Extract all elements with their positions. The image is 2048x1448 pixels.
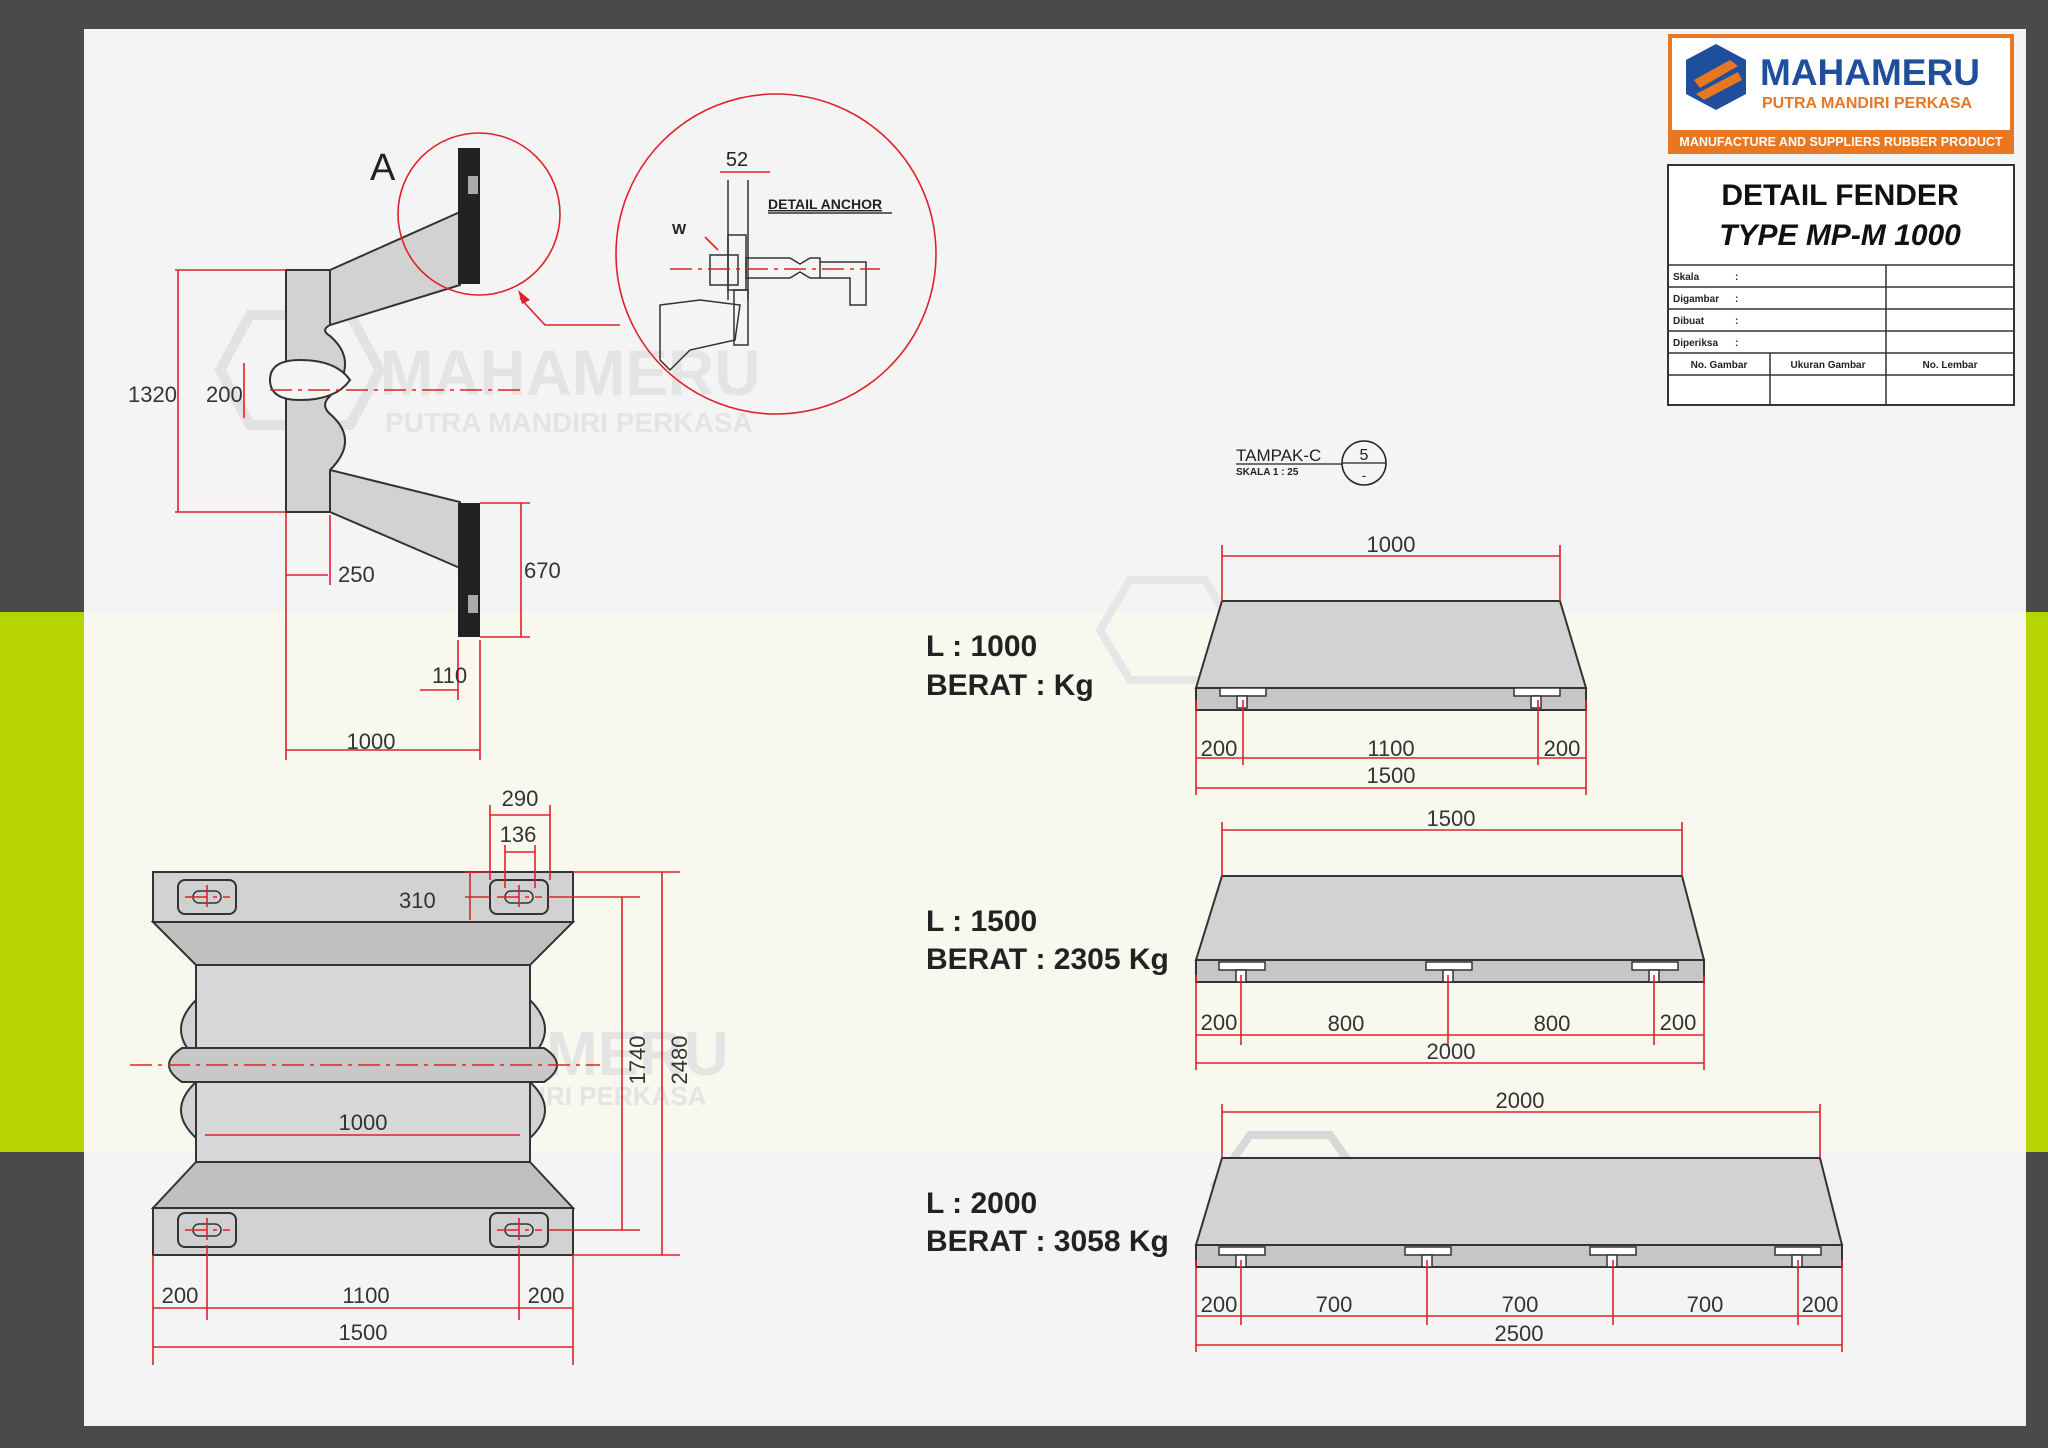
svg-text:800: 800 xyxy=(1534,1011,1571,1036)
svg-text:-: - xyxy=(1362,467,1367,483)
svg-text:200: 200 xyxy=(1660,1010,1697,1035)
variant-weight: BERAT : 3058 Kg xyxy=(926,1225,1169,1258)
variant-1500: L : 1500 BERAT : 2305 Kg 1500 200 800 80… xyxy=(926,806,1706,1070)
svg-text::: : xyxy=(1735,294,1738,305)
svg-text::: : xyxy=(1735,272,1738,283)
company-name: MAHAMERU xyxy=(1760,52,1980,93)
svg-text:200: 200 xyxy=(1201,736,1238,761)
row-label-digambar: Digambar xyxy=(1673,294,1719,305)
label-a: A xyxy=(370,147,396,189)
dim-front-total: 1500 xyxy=(339,1320,388,1345)
dim-1320: 1320 xyxy=(128,382,177,407)
svg-text:1100: 1100 xyxy=(1367,736,1414,761)
svg-text:200: 200 xyxy=(1201,1292,1238,1317)
dim-total: 2000 xyxy=(1427,1039,1476,1064)
side-view: A 1320 200 250 670 110 1000 xyxy=(128,132,620,760)
dim-total: 2500 xyxy=(1495,1321,1544,1346)
tampak-scale: SKALA 1 : 25 xyxy=(1236,467,1299,478)
variant-length: L : 2000 xyxy=(926,1187,1037,1220)
svg-text:200: 200 xyxy=(1201,1010,1238,1035)
dim-front-1000: 1000 xyxy=(339,1110,388,1135)
dim-front-center: 1100 xyxy=(342,1283,389,1308)
dim-110: 110 xyxy=(432,663,467,688)
svg-text:200: 200 xyxy=(1802,1292,1839,1317)
dim-top: 1000 xyxy=(1367,532,1416,557)
variant-length: L : 1500 xyxy=(926,905,1037,938)
detail-anchor: DETAIL ANCHOR 52 W xyxy=(615,93,937,415)
detail-circle-small xyxy=(397,132,561,296)
detail-circle-large xyxy=(615,93,937,415)
company-tagline: MANUFACTURE AND SUPPLIERS RUBBER PRODUCT xyxy=(1679,135,2003,149)
dim-670: 670 xyxy=(524,558,561,583)
svg-text:200: 200 xyxy=(1544,736,1581,761)
title-frame xyxy=(1667,164,2015,406)
dim-310: 310 xyxy=(399,888,436,913)
drawing-subtitle: TYPE MP-M 1000 xyxy=(1719,219,1961,252)
dim-2480: 2480 xyxy=(667,1036,692,1085)
tampak-title: TAMPAK-C xyxy=(1236,446,1321,465)
dim-200: 200 xyxy=(206,382,243,407)
dim-136: 136 xyxy=(500,822,537,847)
bottom-flange xyxy=(458,503,480,637)
svg-text::: : xyxy=(1735,338,1738,349)
drawing-title: DETAIL FENDER xyxy=(1721,179,1959,212)
svg-text:700: 700 xyxy=(1316,1292,1353,1317)
company-subtitle: PUTRA MANDIRI PERKASA xyxy=(1762,95,1973,112)
svg-text:800: 800 xyxy=(1328,1011,1365,1036)
page-arrow xyxy=(2026,820,2048,955)
dim-1000: 1000 xyxy=(347,729,396,754)
dim-290: 290 xyxy=(502,786,539,811)
dim-top: 1500 xyxy=(1427,806,1476,831)
logo-icon xyxy=(1686,44,1746,110)
dim-front-left: 200 xyxy=(162,1283,199,1308)
svg-text:700: 700 xyxy=(1502,1292,1539,1317)
label-w: W xyxy=(672,221,687,238)
variant-weight: BERAT : Kg xyxy=(926,669,1094,702)
col-ukuran-gambar: Ukuran Gambar xyxy=(1790,360,1865,371)
dim-front-right: 200 xyxy=(528,1283,565,1308)
row-label-dibuat: Dibuat xyxy=(1673,316,1705,327)
top-flange xyxy=(458,148,480,284)
dim-total: 1500 xyxy=(1367,763,1416,788)
dim-1740: 1740 xyxy=(625,1036,650,1085)
col-no-lembar: No. Lembar xyxy=(1922,360,1977,371)
dim-top: 2000 xyxy=(1496,1088,1545,1113)
col-no-gambar: No. Gambar xyxy=(1691,360,1748,371)
dim-250: 250 xyxy=(338,562,375,587)
variant-1000: L : 1000 BERAT : Kg 1000 200 1100 200 15… xyxy=(926,532,1588,795)
svg-text::: : xyxy=(1735,316,1738,327)
svg-text:PUTRA MANDIRI PERKASA: PUTRA MANDIRI PERKASA xyxy=(385,407,753,438)
row-label-skala: Skala xyxy=(1673,272,1700,283)
detail-anchor-label: DETAIL ANCHOR xyxy=(768,196,882,212)
front-view: 290 136 310 1740 2480 1000 200 1100 200 … xyxy=(130,786,692,1365)
variant-2000: L : 2000 BERAT : 3058 Kg 2000 200 700 70… xyxy=(926,1088,1844,1352)
row-label-diperiksa: Diperiksa xyxy=(1673,338,1718,349)
svg-text:700: 700 xyxy=(1687,1292,1724,1317)
title-block: MAHAMERU PUTRA MANDIRI PERKASA MANUFACTU… xyxy=(1667,34,2015,406)
variant-length: L : 1000 xyxy=(926,630,1037,663)
dim-52: 52 xyxy=(726,149,748,171)
tampak-label: TAMPAK-C SKALA 1 : 25 5 - xyxy=(1236,440,1387,486)
tampak-num: 5 xyxy=(1360,447,1369,464)
variant-weight: BERAT : 2305 Kg xyxy=(926,943,1169,976)
